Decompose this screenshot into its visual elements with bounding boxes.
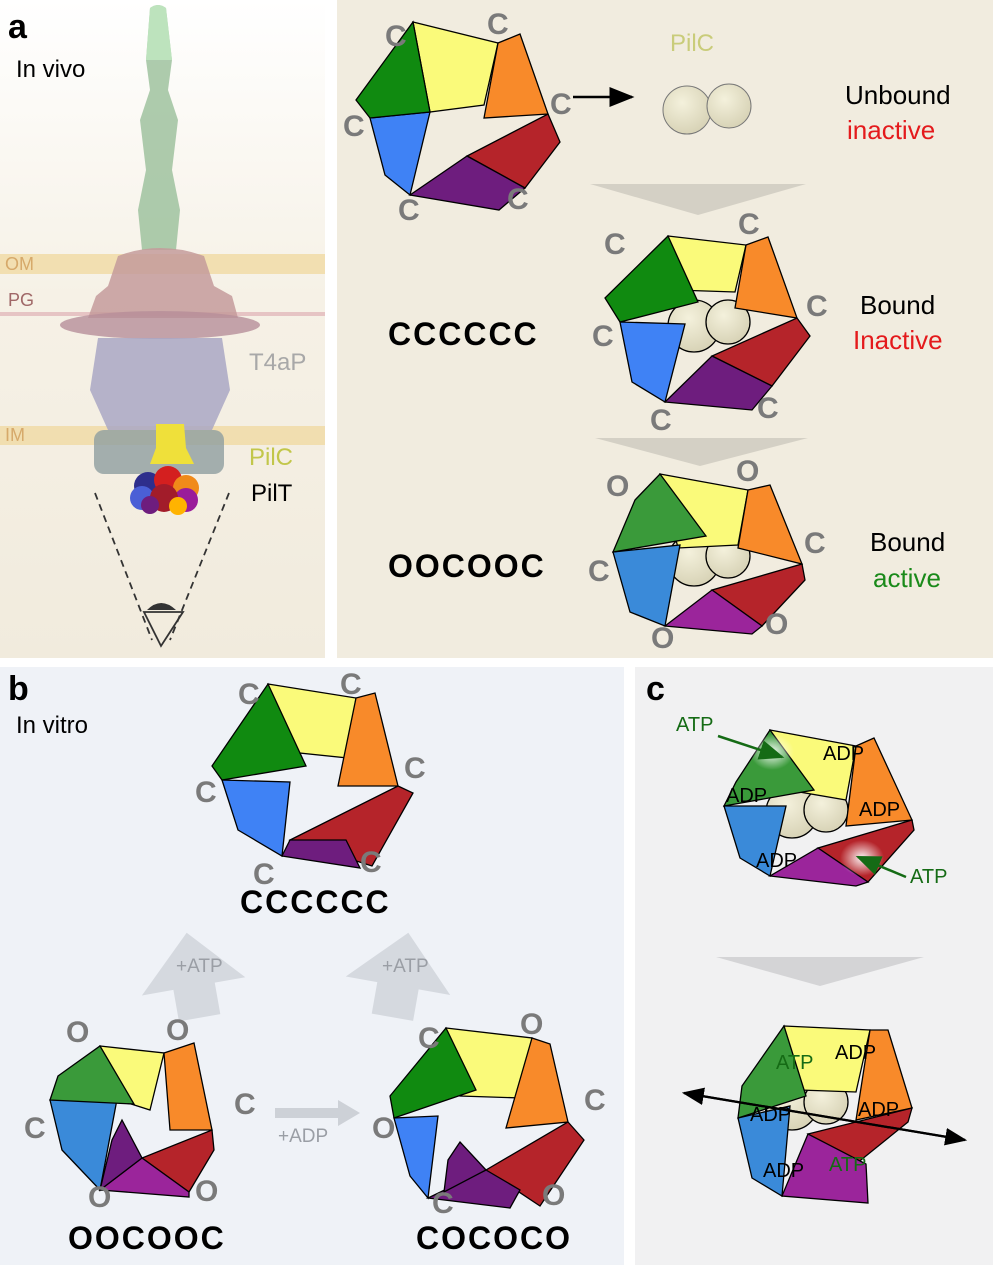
subunit-letter-b-top-2: C [340,668,362,701]
c-atp-in-1: ATP [676,714,714,736]
c-bottom-atp-1: ATP [776,1052,814,1074]
transition-arrow-1 [590,184,806,215]
state-3-sequence: OOCOOC [388,548,546,584]
c-bottom-adp-3: ADP [750,1104,792,1126]
ring-c-top [722,728,915,887]
subunit-letter-unbound-3: C [550,88,572,121]
subunit-letter-unbound-1: C [385,20,407,53]
subunit-letter-bound-inactive-1: C [604,228,626,261]
atp-arrow-1 [717,734,785,760]
subunit-letter-bound-inactive-6: C [592,320,614,353]
subunit-letter-b-right-1: C [418,1022,440,1055]
pilt-label: PilT [251,480,293,507]
transition-arrow-c [716,957,924,986]
subunit-letter-unbound-5: C [398,194,420,227]
c-bottom-adp-2: ADP [858,1099,900,1121]
ring-bound-active [611,472,806,635]
om-label: OM [5,254,34,274]
subunit-letter-bound-inactive-5: C [650,404,672,437]
arrow-left-up [141,932,246,1022]
state-1-line1: Unbound [845,80,951,110]
subunit-letter-b-left-1: O [66,1016,90,1049]
c-top-adp-1: ADP [823,743,865,765]
arrow-adp [275,1100,360,1126]
subunit-letter-b-top-6: C [195,776,217,809]
subunit-letter-b-left-3: C [234,1088,256,1121]
b-top-sequence: CCCCCC [240,884,391,920]
b-right-sequence: COCOCO [416,1220,572,1256]
subunit-letter-bound-active-1: O [606,470,630,503]
ring-bound-inactive [604,234,811,411]
ring-c-bottom [737,1024,913,1204]
subunit-letter-unbound-2: C [487,8,509,41]
subunit-letter-bound-active-4: O [765,608,789,641]
subunit-letter-bound-inactive-2: C [738,208,760,241]
ring-unbound [355,20,561,211]
state-2-sequence: CCCCCC [388,316,539,352]
subunit-letter-bound-inactive-4: C [757,392,779,425]
c-bottom-atp-2: ATP [829,1154,867,1176]
panel-b-label: b [8,670,29,708]
axis-arrow-left [681,1087,966,1142]
subunit-letter-b-right-6: O [372,1112,396,1145]
subunit-letter-b-top-4: C [360,846,382,879]
in-vivo-label: In vivo [16,56,86,83]
t4ap-label: T4aP [249,349,307,376]
ring-b-right [389,1026,585,1209]
in-vitro-label: In vitro [16,712,89,739]
subunit-letter-b-left-6: C [24,1112,46,1145]
c-top-adp-3: ADP [726,785,768,807]
c-bottom-adp-1: ADP [835,1042,877,1064]
subunit-letter-b-right-5: C [432,1187,454,1220]
subunit-letter-b-left-2: O [166,1014,190,1047]
state-3-line2: active [873,563,941,593]
b-arrow-bottom-label: +ADP [278,1126,329,1147]
atp-arrow-2 [855,855,907,879]
state-2-line2: Inactive [853,325,943,355]
subunit-letter-b-top-3: C [404,752,426,785]
subunit-letter-b-left-4: O [195,1175,219,1208]
b-arrow-left-label: +ATP [176,956,223,977]
ring-b-left [49,1042,215,1198]
pilc-label: PilC [249,444,294,471]
state-3-line1: Bound [870,527,946,557]
c-top-adp-4: ADP [756,850,798,872]
subunit-letter-bound-active-3: C [804,527,826,560]
b-left-sequence: OOCOOC [68,1220,226,1256]
eye-icon [147,603,176,610]
subunit-letter-bound-inactive-3: C [806,290,828,323]
im-label: IM [5,425,25,445]
subunit-letter-b-left-5: O [88,1181,112,1214]
free-pilc-label: PilC [670,30,715,57]
subunit-letter-bound-active-6: C [588,555,610,588]
subunit-letter-b-right-2: O [520,1008,544,1041]
free-pilc-dimer [662,83,752,135]
pg-label: PG [8,290,35,310]
c-atp-in-2: ATP [910,866,948,888]
arrow-right-up [345,932,451,1021]
subunit-letter-b-top-1: C [238,678,260,711]
c-top-adp-2: ADP [859,799,901,821]
subunit-letter-b-right-3: C [584,1084,606,1117]
state-2-line1: Bound [860,290,936,320]
ring-b-top [211,682,414,869]
atp-glow-1 [750,734,794,770]
subunit-letter-bound-active-5: O [651,622,675,655]
c-bottom-adp-4: ADP [763,1160,805,1182]
transition-arrow-2 [595,438,808,466]
b-arrow-right-label: +ATP [382,956,429,977]
panel-a-label: a [8,8,27,46]
t4ap-machine-illustration [60,5,260,648]
panel-c-label: c [646,670,665,708]
state-1-line2: inactive [847,115,936,145]
subunit-letter-unbound-4: C [507,183,529,216]
subunit-letter-b-right-4: O [542,1179,566,1212]
subunit-letter-unbound-6: C [343,110,365,143]
subunit-letter-bound-active-2: O [736,455,760,488]
subunit-letter-b-top-5: C [253,858,275,891]
